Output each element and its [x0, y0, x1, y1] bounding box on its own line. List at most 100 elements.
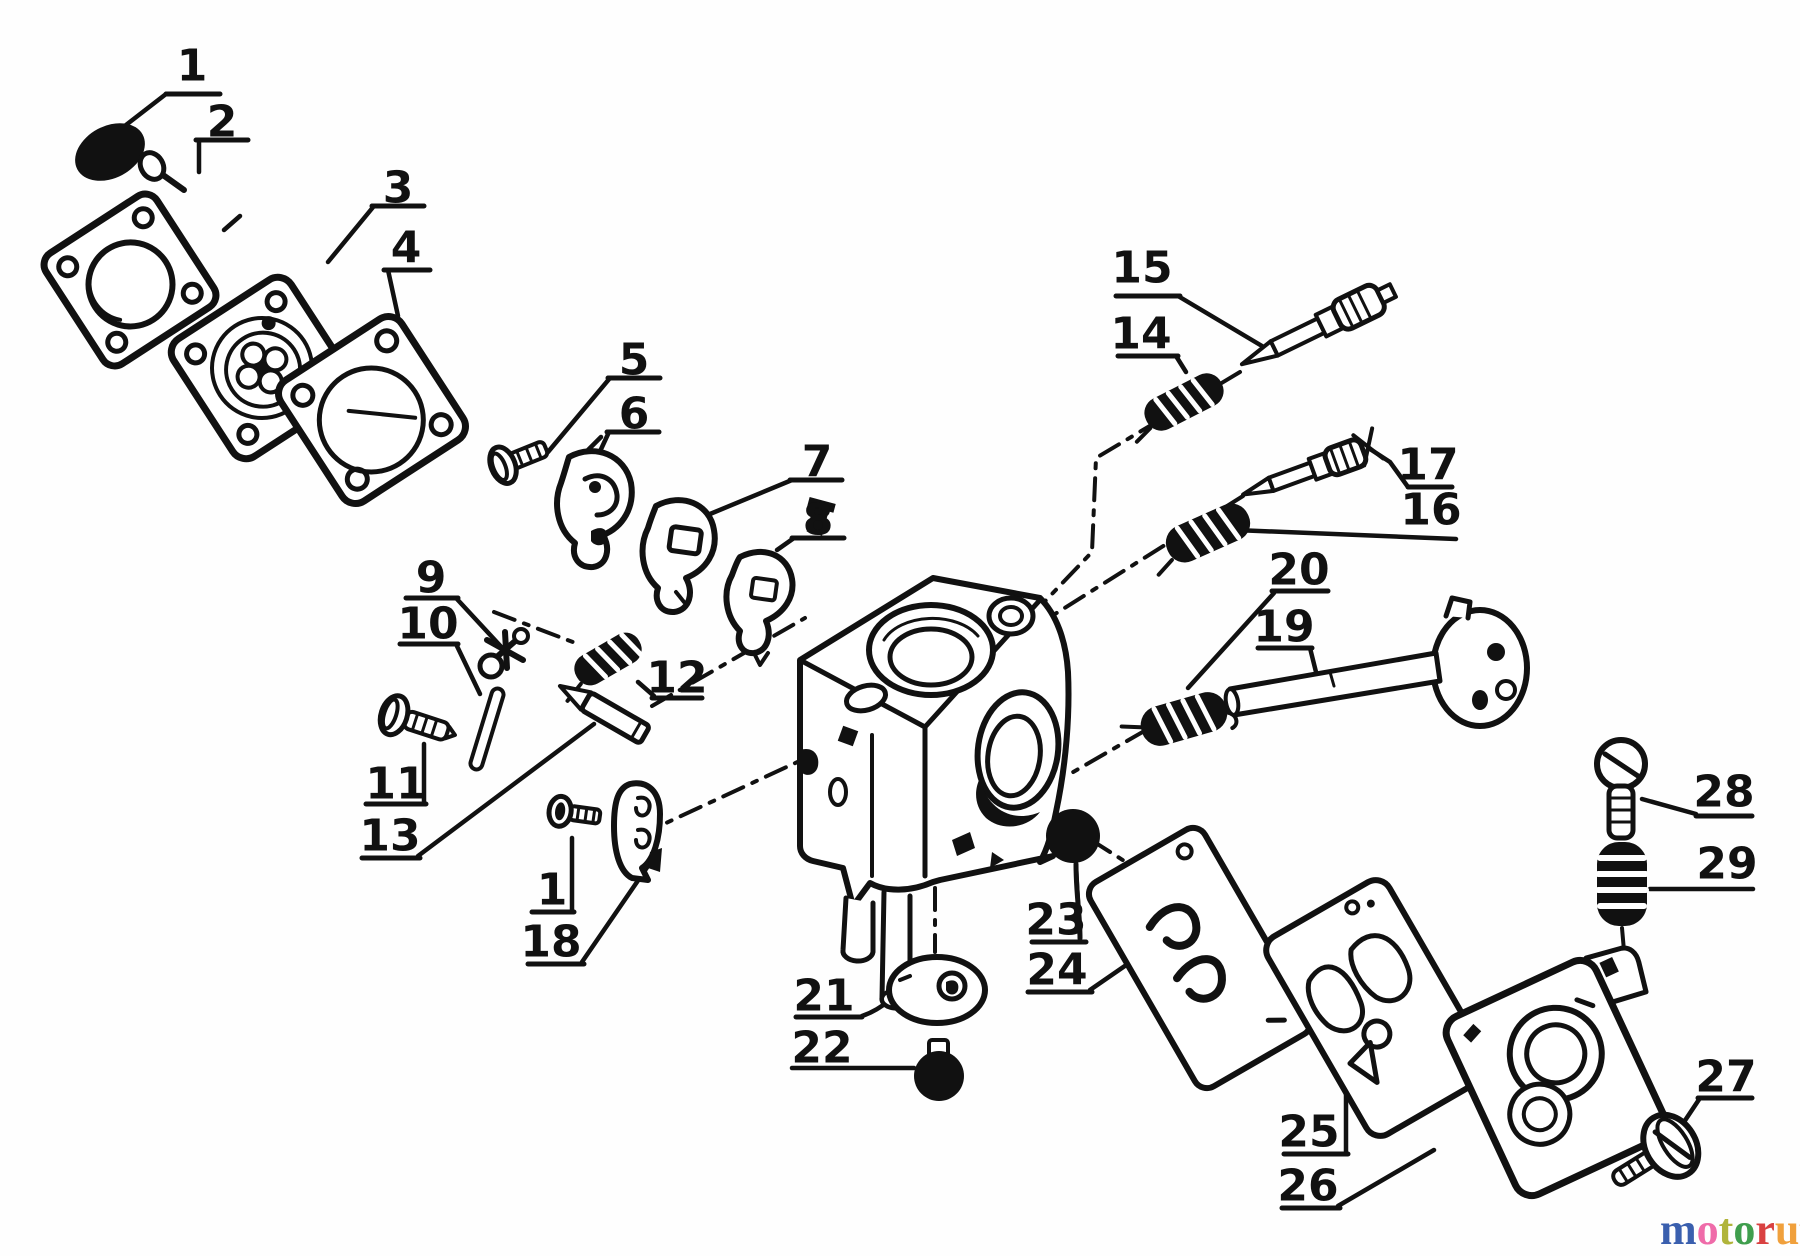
- leader-3: [325, 203, 377, 265]
- part-label-25: 25: [1278, 1107, 1351, 1158]
- part-label-14: 14: [1110, 309, 1181, 360]
- part-lever: [477, 627, 530, 680]
- part-label-19: 19: [1253, 602, 1314, 653]
- svg-text:15: 15: [1111, 243, 1172, 294]
- svg-text:24: 24: [1026, 945, 1087, 996]
- axis-line: [1066, 728, 1148, 777]
- part-label-3: 3: [369, 163, 427, 214]
- part-cover-plate: [1442, 945, 1670, 1200]
- svg-text:25: 25: [1278, 1107, 1339, 1158]
- part-needle-screw: [1239, 282, 1398, 367]
- part-label-10: 10: [397, 599, 461, 650]
- part-screw: [546, 793, 603, 829]
- part-label-22: 22: [791, 1023, 852, 1074]
- part-dome-screw: [914, 1038, 964, 1101]
- leader-18: [579, 863, 651, 965]
- leader-27: [1681, 1095, 1703, 1125]
- leader-14: [1173, 353, 1189, 375]
- part-label-21: 21: [793, 971, 865, 1022]
- part-bolt: [806, 497, 836, 536]
- part-diaphragm-plate: [1085, 824, 1315, 1092]
- leader-5: [545, 375, 613, 455]
- part-label-2: 2: [193, 97, 251, 148]
- part-screw: [1594, 737, 1648, 841]
- part-spring: [1119, 692, 1239, 746]
- leader-7: [707, 477, 795, 517]
- part-spring: [1156, 503, 1251, 577]
- part-needle: [557, 684, 651, 745]
- svg-text:16: 16: [1400, 485, 1461, 536]
- leader-26: [1335, 1147, 1437, 1209]
- svg-text:21: 21: [793, 971, 854, 1022]
- svg-text:19: 19: [1253, 602, 1314, 653]
- part-label-1b: 1: [529, 865, 577, 916]
- part-label-20: 20: [1268, 545, 1331, 596]
- part-spring: [1595, 842, 1649, 926]
- part-label-13: 13: [359, 811, 423, 862]
- leader-12: [635, 679, 657, 699]
- part-label-15: 15: [1111, 243, 1183, 299]
- tick-mark: [585, 434, 604, 453]
- part-curved-plate: [723, 549, 796, 667]
- logo-wordmark: motoruf.de: [1660, 1205, 1800, 1254]
- part-label-12: 12: [646, 653, 707, 704]
- part-curved-plate: [554, 448, 635, 571]
- axis-line: [1028, 370, 1242, 619]
- svg-text:23: 23: [1025, 895, 1086, 946]
- part-label-8: 8: [789, 495, 847, 546]
- svg-text:17: 17: [1397, 440, 1458, 491]
- part-label-16: 16: [1400, 485, 1461, 536]
- svg-text:29: 29: [1696, 839, 1757, 890]
- part-label-5: 5: [605, 335, 663, 386]
- svg-text:11: 11: [365, 759, 426, 810]
- part-label-26: 26: [1277, 1161, 1343, 1212]
- leader-10: [453, 641, 483, 697]
- axis-line: [650, 616, 807, 708]
- part-needle-screw: [1240, 426, 1386, 497]
- svg-text:14: 14: [1110, 309, 1171, 360]
- leader-16: [1232, 527, 1459, 542]
- part-label-28: 28: [1693, 767, 1755, 819]
- leader-28: [1639, 796, 1699, 817]
- svg-text:28: 28: [1693, 767, 1754, 818]
- part-label-24: 24: [1025, 945, 1095, 996]
- part-label-1: 1: [163, 41, 223, 97]
- svg-text:12: 12: [646, 653, 707, 704]
- leader-4: [385, 267, 401, 319]
- svg-text:9: 9: [416, 553, 447, 604]
- svg-text:13: 13: [359, 811, 420, 862]
- svg-text:26: 26: [1277, 1161, 1338, 1212]
- part-screw: [487, 440, 550, 486]
- part-label-27: 27: [1695, 1052, 1756, 1103]
- svg-text:20: 20: [1268, 545, 1329, 596]
- parts: [40, 123, 1702, 1200]
- svg-text:18: 18: [520, 917, 581, 968]
- part-plug-disc: [1046, 809, 1100, 941]
- part-label-23: 23: [1025, 895, 1089, 946]
- axis-line: [636, 756, 808, 838]
- part-label-18: 18: [520, 917, 587, 968]
- part-knob: [75, 123, 187, 193]
- part-curved-plate: [639, 497, 718, 615]
- svg-text:4: 4: [391, 223, 422, 274]
- part-label-6: 6: [604, 389, 662, 440]
- svg-text:1: 1: [537, 865, 568, 916]
- svg-text:27: 27: [1695, 1052, 1756, 1103]
- part-gasket-plate: [275, 313, 469, 507]
- part-pin: [468, 686, 506, 772]
- part-throttle-shaft: [1223, 595, 1530, 729]
- part-carburetor-body: [797, 575, 1072, 1011]
- axis-line: [492, 610, 580, 646]
- part-label-17: 17: [1397, 440, 1458, 491]
- part-label-11: 11: [363, 759, 429, 810]
- leader-15: [1175, 293, 1265, 349]
- svg-text:1: 1: [177, 41, 208, 92]
- part-gasket-plate: [40, 190, 220, 370]
- part-washer: [886, 954, 988, 1026]
- leader-20: [1185, 590, 1277, 691]
- logo: motoruf.de: [1660, 1205, 1800, 1254]
- svg-text:10: 10: [397, 599, 458, 650]
- part-screw: [1611, 1111, 1702, 1187]
